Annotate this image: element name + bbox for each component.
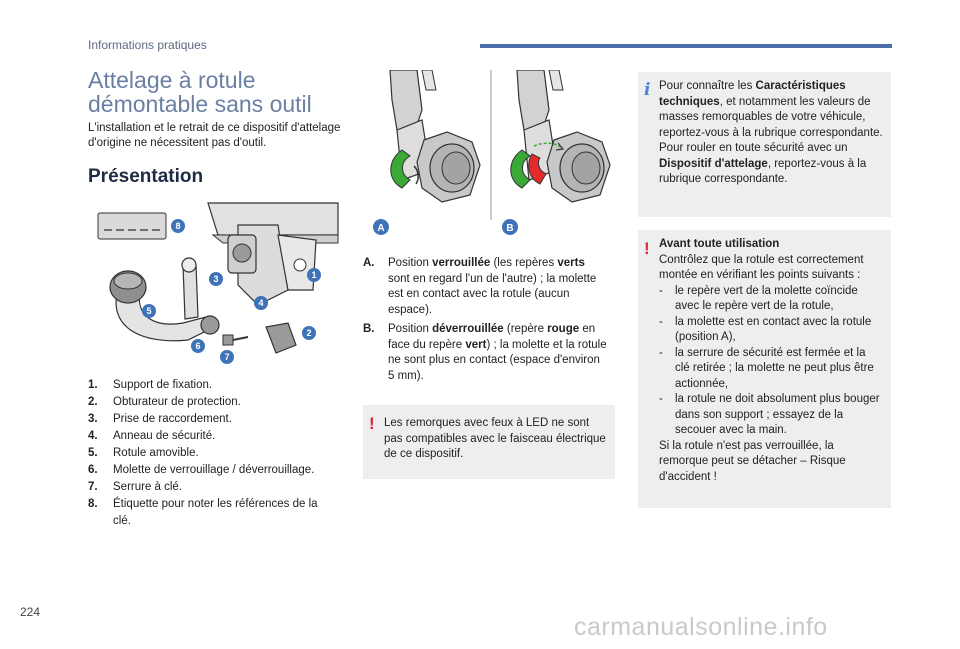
lock-positions-diagram: A B [362,70,618,240]
legend-item: 3.Prise de raccordement. [88,413,232,425]
svg-text:7: 7 [224,352,229,362]
svg-text:8: 8 [175,221,180,231]
legend-item: 4.Anneau de sécurité. [88,430,216,442]
legend-item: 7.Serrure à clé. [88,481,183,493]
position-b-illustration [510,70,611,203]
callout-8: 8 [171,219,185,233]
legend-item: 2.Obturateur de protection. [88,396,241,408]
info-icon: i [644,80,651,100]
position-b-text: B. Position déverrouillée (repère rouge … [363,323,607,382]
svg-text:6: 6 [195,341,200,351]
callout-3: 3 [209,272,223,286]
info-text: Pour connaître les Caractéristiques tech… [659,80,883,185]
svg-text:1: 1 [311,270,316,280]
svg-text:5: 5 [146,306,151,316]
watermark: carmanualsonline.info [574,613,828,641]
positions-description: A. Position verrouillée (les repères ver… [363,256,608,388]
svg-text:2: 2 [306,328,311,338]
before-use-title: Avant toute utilisation [659,238,780,250]
info-box: i Pour connaître les Caractéristiques te… [638,72,891,217]
callout-2: 2 [302,326,316,340]
legend-item: 5.Rotule amovible. [88,447,199,459]
section-title: Présentation [88,166,204,187]
page-title-line: Attelage à rotule [88,67,256,93]
callout-4: 4 [254,296,268,310]
check-item: -la rotule ne doit absolument plus bouge… [659,393,880,436]
header-section-label: Informations pratiques [88,38,207,52]
page-title: Attelage à rotule démontable sans outil [88,68,312,116]
warning-icon: ! [369,414,375,433]
intro-text: L'installation et le retrait de ce dispo… [88,122,341,149]
callout-5: 5 [142,304,156,318]
svg-text:4: 4 [258,298,263,308]
position-a-text: A. Position verrouillée (les repères ver… [363,257,597,316]
label-a: A [373,219,389,235]
svg-text:A: A [377,223,384,234]
led-warning-box: ! Les remorques avec feux à LED ne sont … [363,405,615,479]
page-title-line: démontable sans outil [88,91,312,117]
check-item: -la serrure de sécurité est fermée et la… [659,346,874,390]
label-b: B [502,219,518,235]
check-item: -le repère vert de la molette coïncide a… [659,284,858,313]
before-use-warning-box: ! Avant toute utilisation Contrôlez que … [638,230,891,508]
position-a-illustration [389,70,481,203]
towbar-diagram: 1 2 3 4 5 6 7 8 [88,195,343,370]
legend-item: 1.Support de fixation. [88,379,213,391]
callout-1: 1 [307,268,321,282]
header-accent-bar [480,44,892,48]
parts-legend: 1.Support de fixation. 2.Obturateur de p… [88,377,338,530]
svg-text:3: 3 [213,274,218,284]
warning-icon: ! [644,239,650,258]
page-number: 224 [20,605,41,619]
callout-6: 6 [191,339,205,353]
legend-item: 8.Étiquette pour noter les références de… [88,498,318,527]
legend-item: 6.Molette de verrouillage / déverrouilla… [88,464,315,476]
check-item: -la molette est en contact avec la rotul… [659,315,872,344]
callout-7: 7 [220,350,234,364]
svg-text:B: B [506,223,513,234]
before-use-text: Avant toute utilisation Contrôlez que la… [659,237,883,485]
led-warning-text: Les remorques avec feux à LED ne sont pa… [384,417,606,460]
